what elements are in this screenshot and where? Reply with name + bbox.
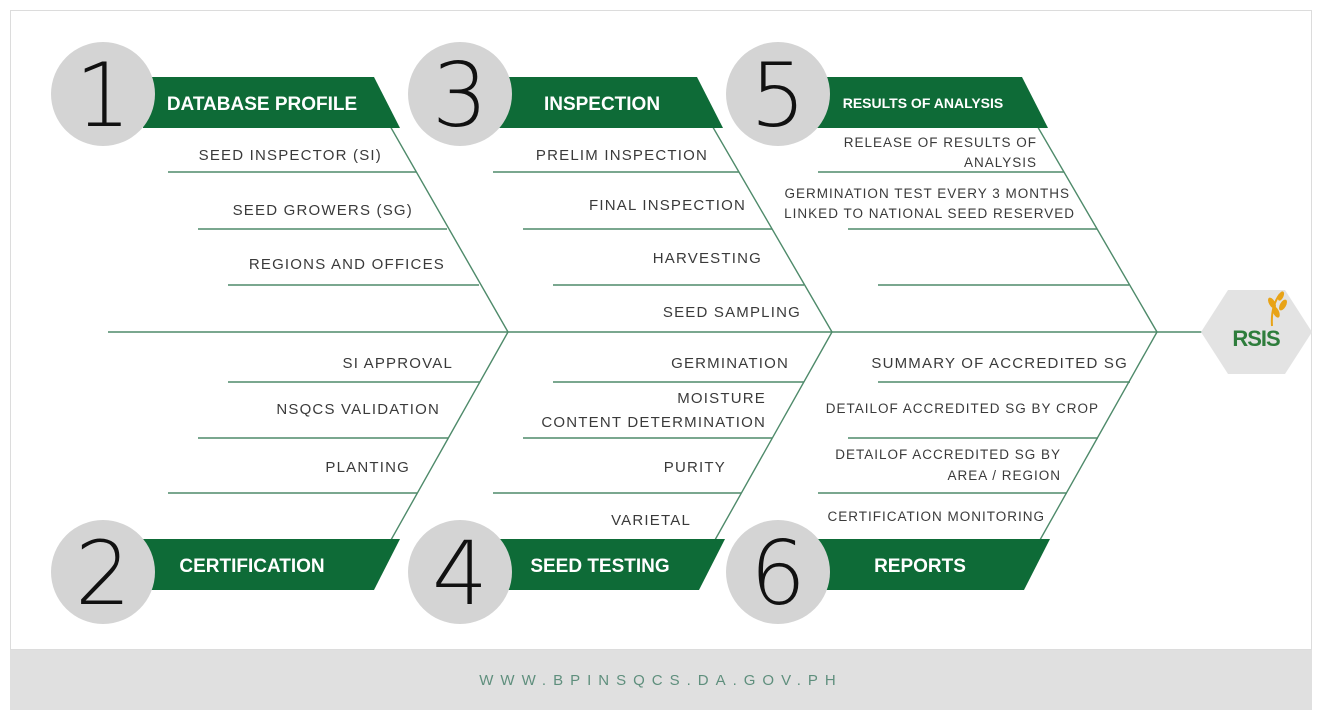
section-title: DATABASE PROFILE <box>167 94 357 115</box>
list-item: SEED GROWERS (SG) <box>233 202 413 219</box>
banner-6 <box>793 539 1050 590</box>
list-item: SEED INSPECTOR (SI) <box>199 147 382 164</box>
list-item: SUMMARY OF ACCREDITED SG <box>871 355 1128 372</box>
section-number: 5 <box>750 44 806 147</box>
list-item: SEED SAMPLING <box>663 304 801 321</box>
footer-url[interactable]: WWW.BPINSQCS.DA.GOV.PH <box>479 671 843 689</box>
bone-3 <box>699 104 833 333</box>
list-item: SI APPROVAL <box>343 355 453 372</box>
list-item: CONTENT DETERMINATION <box>541 414 766 431</box>
section-title: CERTIFICATION <box>179 556 324 577</box>
bone-2 <box>377 331 509 564</box>
list-item: PURITY <box>664 459 726 476</box>
list-item: GERMINATION <box>671 355 789 372</box>
rsis-logo: RSIS <box>1201 290 1312 374</box>
logo-hexagon <box>1201 290 1312 374</box>
wheat-icon <box>1268 291 1287 327</box>
list-item: PRELIM INSPECTION <box>536 147 708 164</box>
banner-5 <box>793 77 1048 128</box>
section-title: SEED TESTING <box>530 556 669 577</box>
number-circle-5 <box>726 42 830 146</box>
list-item: REGIONS AND OFFICES <box>249 256 445 273</box>
diagram-border <box>10 10 1312 650</box>
list-item: FINAL INSPECTION <box>589 197 746 214</box>
logo-text: RSIS <box>1232 326 1280 351</box>
list-item: GERMINATION TEST EVERY 3 MONTHS <box>784 186 1070 201</box>
number-circle-2 <box>51 520 155 624</box>
list-item: LINKED TO NATIONAL SEED RESERVED <box>784 206 1075 221</box>
number-circle-3 <box>408 42 512 146</box>
banner-2 <box>143 539 400 590</box>
number-circle-4 <box>408 520 512 624</box>
number-circle-6 <box>726 520 830 624</box>
bone-4 <box>701 331 833 564</box>
list-item: HARVESTING <box>653 250 762 267</box>
section-number: 1 <box>75 44 131 147</box>
diagram-canvas: 1 2 3 4 5 6 DATABASE PROFILE CERTIFICATI… <box>51 42 1312 625</box>
section-number: 4 <box>432 522 488 625</box>
list-item: MOISTURE <box>677 390 766 407</box>
list-item: ANALYSIS <box>964 155 1037 170</box>
section-title: INSPECTION <box>544 94 660 115</box>
list-item: RELEASE OF RESULTS OF <box>844 135 1037 150</box>
banner-1 <box>143 77 400 128</box>
list-item: CERTIFICATION MONITORING <box>827 509 1045 524</box>
section-number: 6 <box>750 522 806 625</box>
section-number: 2 <box>75 522 131 625</box>
section-number: 3 <box>432 44 488 147</box>
bone-1 <box>377 104 509 333</box>
footer: WWW.BPINSQCS.DA.GOV.PH <box>10 650 1312 710</box>
list-item: VARIETAL <box>611 512 691 529</box>
list-item: NSQCS VALIDATION <box>276 401 440 418</box>
section-title: RESULTS OF ANALYSIS <box>843 95 1004 111</box>
bone-6 <box>1026 331 1158 564</box>
section-title: REPORTS <box>874 556 966 577</box>
list-item: DETAILOF ACCREDITED SG BY <box>835 447 1061 462</box>
number-circle-1 <box>51 42 155 146</box>
list-item: AREA / REGION <box>947 468 1061 483</box>
banner-3 <box>468 77 723 128</box>
list-item: DETAILOF ACCREDITED SG BY CROP <box>826 401 1099 416</box>
bone-5 <box>1024 104 1158 333</box>
banner-4 <box>468 539 725 590</box>
list-item: PLANTING <box>325 459 410 476</box>
